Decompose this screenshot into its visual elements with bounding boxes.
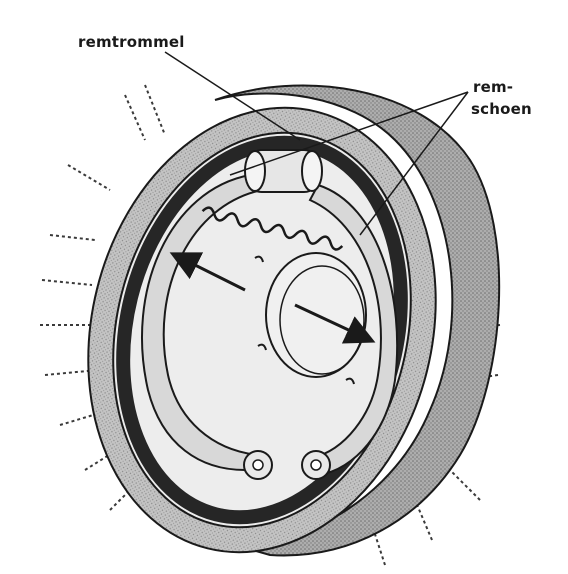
label-remtrommel: remtrommel (78, 33, 185, 52)
label-remschoen-line2: schoen (471, 100, 532, 119)
label-remschoen-line1: rem- (473, 78, 513, 97)
